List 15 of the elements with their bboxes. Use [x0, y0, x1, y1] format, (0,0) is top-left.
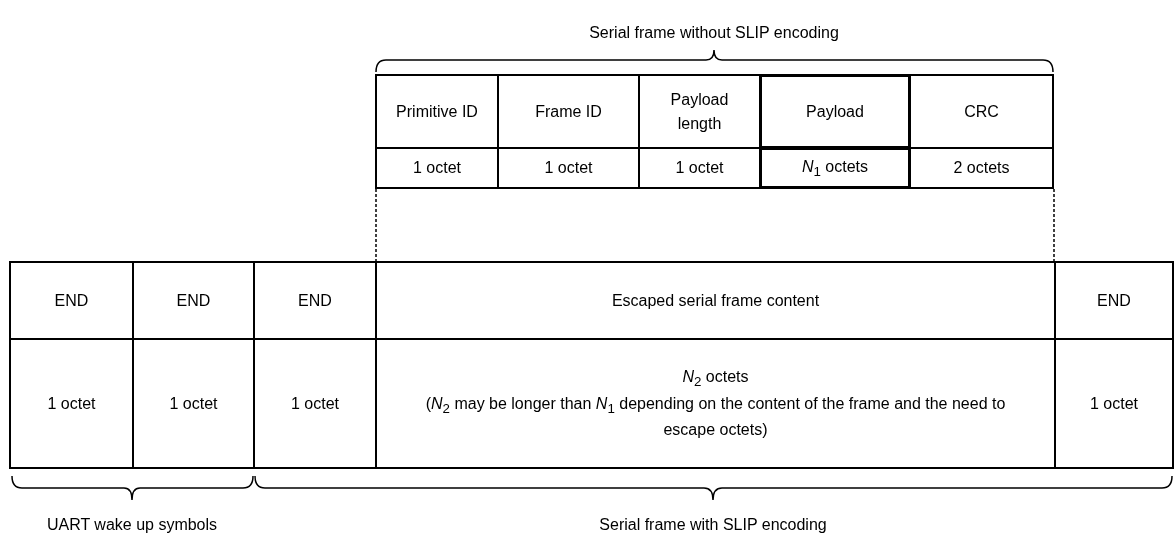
field-size: 1 octet — [9, 338, 134, 469]
brace-label: Serial frame with SLIP encoding — [599, 516, 827, 534]
field-name: CRC — [909, 74, 1054, 149]
brace-label: Serial frame without SLIP encoding — [589, 24, 839, 42]
field-size: N$_{1}$ octets — [759, 147, 911, 189]
brace-label: UART wake up symbols — [46, 516, 218, 534]
field-name: END — [1054, 261, 1174, 340]
field-size: 1 octet — [375, 147, 499, 189]
field-name: Payload — [759, 74, 911, 149]
field-name: END — [9, 261, 134, 340]
field-size: N$_{2}$ octets — [681, 367, 750, 392]
field-name: Primitive ID — [375, 74, 499, 149]
note-text: (N$_{2}$ may be longer than N$_{1}$ depending on the content of the frame and the need to escape octets) — [424, 393, 1007, 441]
field-size: 1 octet — [1054, 338, 1174, 469]
field-size: 2 octets — [909, 147, 1054, 189]
